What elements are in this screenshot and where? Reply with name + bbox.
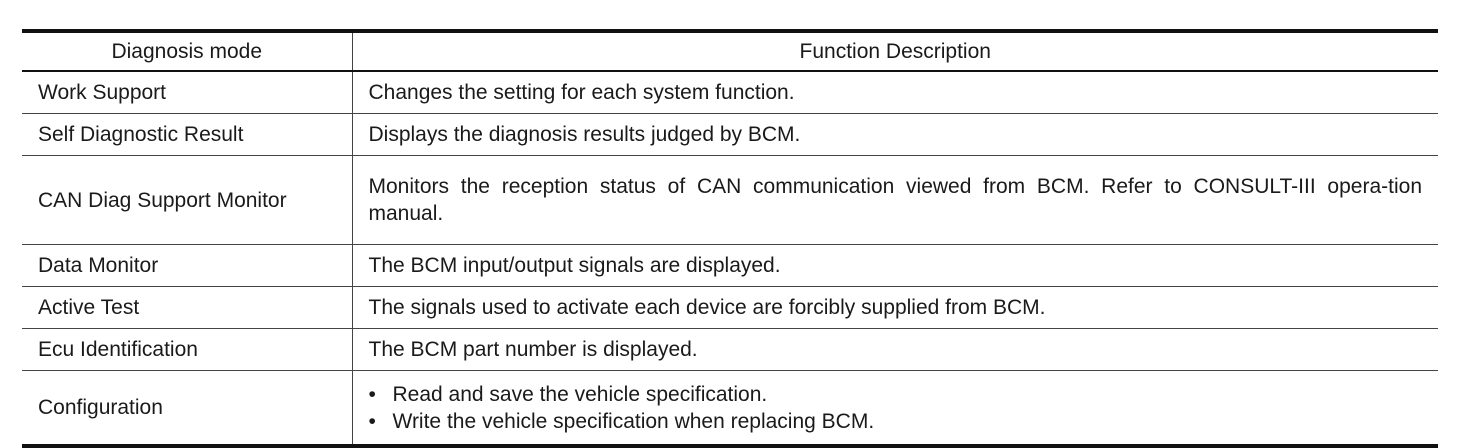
table-row: Data Monitor The BCM input/output signal… (22, 244, 1438, 287)
table-header: Diagnosis mode Function Description (22, 31, 1438, 71)
table-row: Active Test The signals used to activate… (22, 286, 1438, 329)
diagnosis-mode-table-wrapper: Diagnosis mode Function Description Work… (22, 29, 1438, 448)
bullet-list: • Read and save the vehicle specificatio… (369, 381, 1423, 435)
table-body: Work Support Changes the setting for eac… (22, 71, 1438, 446)
header-diagnosis-mode: Diagnosis mode (22, 31, 353, 71)
table-row: Configuration • Read and save the vehicl… (22, 370, 1438, 447)
description-cell: Monitors the reception status of CAN com… (368, 175, 1423, 225)
table-row: Self Diagnostic Result Displays the diag… (22, 113, 1438, 156)
table-row: CAN Diag Support Monitor Monitors the re… (22, 155, 1438, 245)
bullet-text: Write the vehicle specification when rep… (392, 409, 875, 433)
description-cell: The BCM input/output signals are display… (368, 254, 781, 277)
mode-cell: CAN Diag Support Monitor (22, 155, 353, 245)
table-row: Work Support Changes the setting for eac… (22, 71, 1438, 114)
table-row: Ecu Identification The BCM part number i… (22, 328, 1438, 371)
mode-cell: Ecu Identification (22, 328, 353, 371)
description-cell: • Read and save the vehicle specificatio… (352, 371, 1438, 447)
mode-cell: Data Monitor (22, 244, 353, 287)
description-cell: Displays the diagnosis results judged by… (368, 123, 801, 146)
mode-cell: Configuration (22, 370, 353, 446)
bullet-item: • Write the vehicle specification when r… (369, 408, 1423, 435)
header-function-description: Function Description (799, 40, 991, 63)
description-cell: The signals used to activate each device… (368, 296, 1046, 319)
mode-cell: Self Diagnostic Result (22, 113, 353, 156)
bullet-dot-icon: • (368, 409, 376, 433)
description-cell: Changes the setting for each system func… (368, 81, 795, 104)
diagnosis-mode-table: Diagnosis mode Function Description Work… (22, 29, 1438, 448)
bullet-item: • Read and save the vehicle specificatio… (369, 381, 1423, 408)
bullet-text: Read and save the vehicle specification. (392, 382, 768, 406)
header-row: Diagnosis mode Function Description (22, 31, 1438, 71)
description-cell: The BCM part number is displayed. (368, 338, 698, 361)
mode-cell: Work Support (22, 71, 353, 114)
bullet-dot-icon: • (368, 382, 376, 406)
mode-cell: Active Test (22, 286, 353, 329)
